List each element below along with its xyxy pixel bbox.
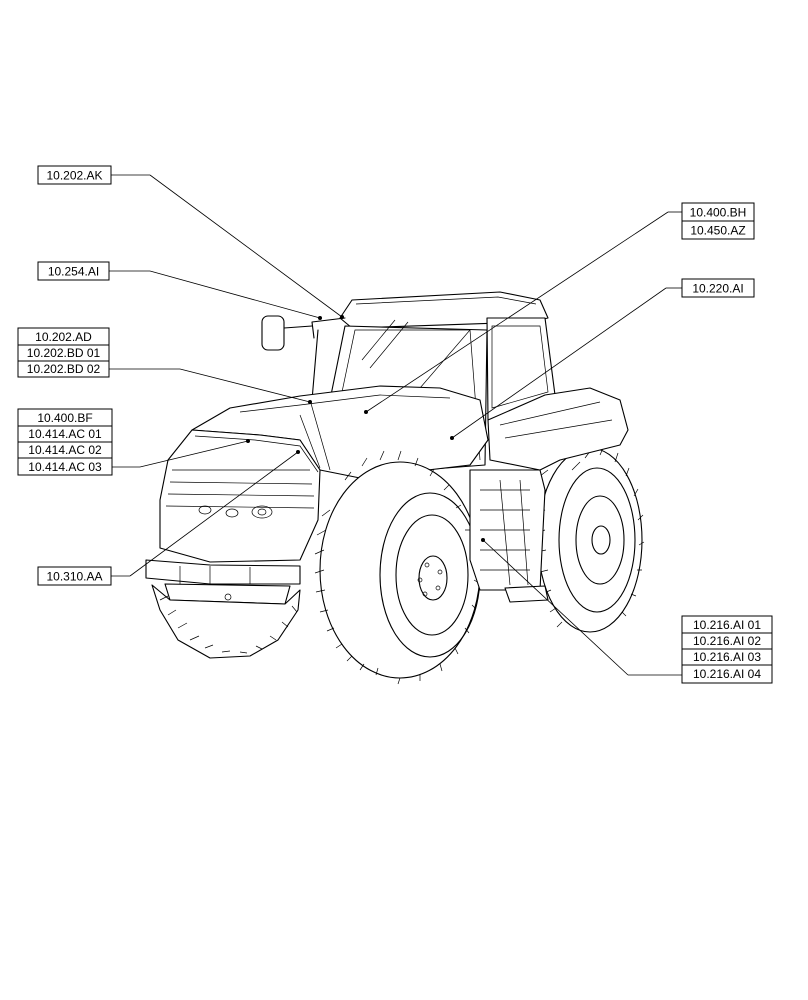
callout-label: 10.202.AK xyxy=(46,169,102,183)
callout-label: 10.202.BD 02 xyxy=(27,362,101,376)
callout-hood-front: 10.400.BF 10.414.AC 01 10.414.AC 02 10.4… xyxy=(17,408,250,476)
callout-label: 10.202.AD xyxy=(35,330,92,344)
tractor-illustration xyxy=(145,291,645,685)
callout-label: 10.216.AI 03 xyxy=(693,650,761,664)
callout-hood-side: 10.400.BH 10.450.AZ xyxy=(364,202,755,414)
callout-label: 10.400.BF xyxy=(37,411,92,425)
front-tyres xyxy=(151,584,301,659)
callout-steps: 10.216.AI 01 10.216.AI 02 10.216.AI 03 1… xyxy=(481,538,773,684)
callout-label: 10.414.AC 03 xyxy=(28,460,102,474)
callout-front-frame: 10.310.AA xyxy=(37,450,300,586)
callout-label: 10.216.AI 01 xyxy=(693,618,761,632)
callout-cab-side: 10.220.AI xyxy=(450,278,755,440)
callout-label: 10.400.BH xyxy=(690,206,747,220)
callout-label: 10.216.AI 02 xyxy=(693,634,761,648)
callout-label: 10.450.AZ xyxy=(690,224,745,238)
callout-hood-top: 10.202.AD 10.202.BD 01 10.202.BD 02 xyxy=(17,327,312,404)
callout-label: 10.414.AC 02 xyxy=(28,443,102,457)
callout-label: 10.254.AI xyxy=(48,265,99,279)
hood xyxy=(145,385,489,605)
callout-label: 10.220.AI xyxy=(692,282,743,296)
callout-label: 10.310.AA xyxy=(46,570,102,584)
callout-label: 10.216.AI 04 xyxy=(693,667,761,681)
callout-label: 10.414.AC 01 xyxy=(28,427,102,441)
rear-right-wheel xyxy=(535,445,645,633)
callout-mirror: 10.254.AI xyxy=(37,261,322,320)
callout-cab-top: 10.202.AK xyxy=(37,165,344,319)
rear-left-wheel xyxy=(314,450,481,685)
steps xyxy=(469,469,549,603)
callout-label: 10.202.BD 01 xyxy=(27,346,101,360)
